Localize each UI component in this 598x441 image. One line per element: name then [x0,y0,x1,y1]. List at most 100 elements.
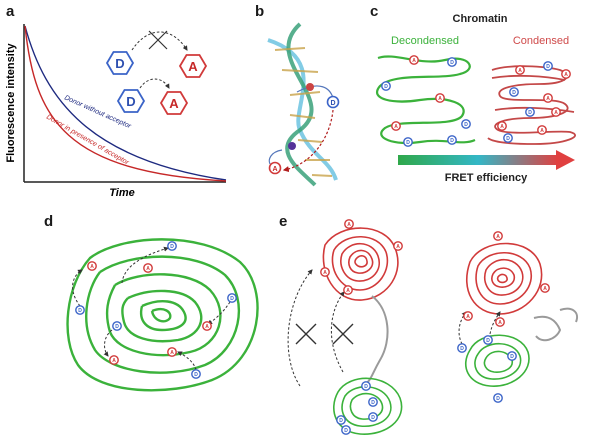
acceptor-badge-c: A [409,55,419,65]
acceptor-badge-c: A [551,107,561,117]
fret-gradient-arrow-body [398,155,558,165]
donor-badge-c: D [525,107,535,117]
red-domain-left [322,227,399,301]
panel-d-letter: d [44,213,53,230]
svg-text:A: A [347,222,351,228]
panel-d-arrow-4 [103,329,113,357]
svg-text:A: A [438,96,442,102]
svg-text:D: D [344,428,348,434]
chromatin-loop-2 [85,255,240,374]
panel-e-arrow-transfer-2 [489,311,501,335]
svg-text:A: A [170,350,174,356]
svg-text:D: D [115,56,124,71]
label-fret-efficiency: FRET efficiency [445,172,528,184]
condensed-chromatin-fiber [487,65,576,145]
transfer-arrow-blocked [131,31,188,51]
gray-linker-right [533,315,562,342]
svg-text:D: D [528,110,532,116]
svg-text:A: A [543,286,547,292]
donor-badge-c: D [447,57,457,67]
svg-text:A: A [554,110,558,116]
svg-text:A: A [396,244,400,250]
acceptor-badge-d: A [109,355,119,365]
donor-badge-e: D [361,381,371,391]
svg-text:D: D [364,384,368,390]
gray-linker-left [365,295,389,385]
donor-badge-c: D [403,137,413,147]
panel-c-title: Chromatin [453,13,508,25]
svg-text:A: A [546,96,550,102]
acceptor-badge-e: A [540,283,550,293]
svg-text:D: D [460,346,464,352]
svg-text:A: A [188,59,198,74]
donor-badge-e: D [483,335,493,345]
acceptor-badge-e: A [393,241,403,251]
acceptor-badge-d: A [87,261,97,271]
svg-text:A: A [169,96,179,111]
panel-a-ylabel: Fluorescence intensity [5,43,17,163]
svg-text:D: D [486,338,490,344]
svg-text:A: A [272,166,277,173]
svg-text:A: A [496,234,500,240]
panel-b-letter: b [255,3,264,20]
svg-text:D: D [339,418,343,424]
donor-badge-d: D [112,321,122,331]
dna-fluorophore-site-top [306,83,314,91]
svg-text:A: A [146,266,150,272]
acceptor-hexagon-near: A [159,91,189,115]
green-domain-right [465,334,530,387]
svg-text:A: A [90,264,94,270]
svg-text:D: D [450,60,454,66]
panel-b: b D A [255,3,340,187]
donor-hexagon-far: D [105,51,135,75]
donor-badge-d: D [227,293,237,303]
chromatin-loop-5 [139,300,187,332]
dna-fluorophore-site-bottom [288,142,296,150]
donor-badge-e: D [368,397,378,407]
svg-text:D: D [126,94,135,109]
donor-badge-e: D [341,425,351,435]
donor-badge-e: D [336,415,346,425]
svg-text:D: D [384,84,388,90]
label-condensed: Condensed [513,35,569,47]
blocked-cross-icon-2 [332,323,354,345]
donor-badge-e: D [493,393,503,403]
svg-text:D: D [170,244,174,250]
acceptor-badge-d: A [202,321,212,331]
decondensed-chromatin-fiber [376,55,476,145]
svg-text:A: A [412,58,416,64]
chromatin-loop-core [150,307,172,323]
svg-text:D: D [115,324,119,330]
panel-c: c Chromatin Decondensed Condensed FRET e… [370,3,576,184]
svg-text:D: D [506,136,510,142]
dna-double-helix [267,22,338,187]
acceptor-badge-e: A [493,231,503,241]
svg-text:D: D [496,396,500,402]
acceptor-badge-e: A [320,267,330,277]
acceptor-badge-c: A [435,93,445,103]
panel-a-letter: a [6,3,15,20]
label-decondensed: Decondensed [391,35,459,47]
svg-text:A: A [564,72,568,78]
svg-text:A: A [394,124,398,130]
panel-a: a Fluorescence intensity Time Donor with… [5,3,227,199]
acceptor-badge-e: A [343,285,353,295]
acceptor-badge-c: A [537,125,547,135]
curve-donor-without-acceptor [24,25,227,181]
donor-badge-c: D [381,81,391,91]
svg-text:D: D [450,138,454,144]
acceptor-badge-c: A [515,65,525,75]
donor-linker [296,85,334,99]
chromatin-loop-4 [121,289,203,343]
panel-a-xlabel: Time [109,187,134,199]
donor-badge-c: D [503,133,513,143]
svg-text:A: A [205,324,209,330]
transfer-arrow [139,78,170,89]
acceptor-hexagon-far: A [178,54,208,78]
acceptor-badge-c: A [561,69,571,79]
chromatin-outer-loop [66,238,259,392]
donor-badge-d: D [191,369,201,379]
svg-text:D: D [330,100,335,107]
blocked-cross-icon [148,30,168,50]
svg-text:D: D [464,122,468,128]
